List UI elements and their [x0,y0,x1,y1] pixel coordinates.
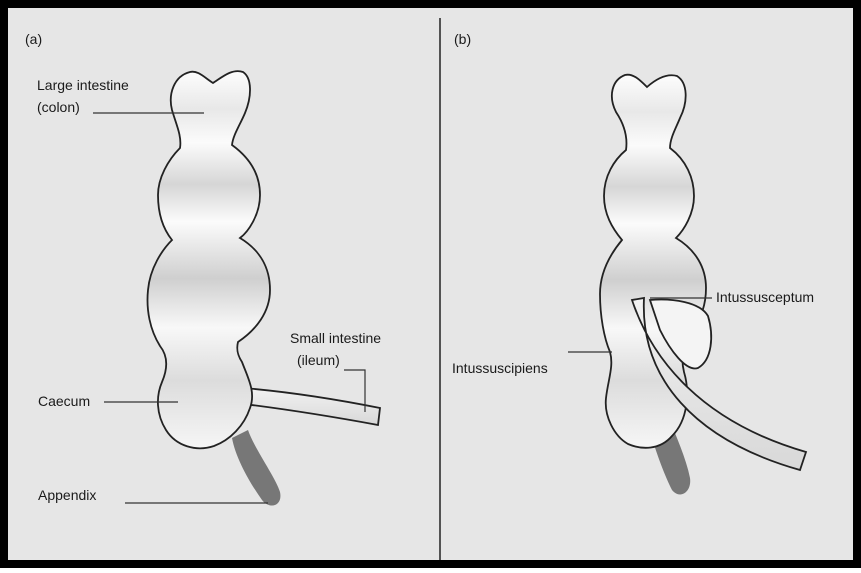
small-intestine-label: Small intestine [290,330,381,346]
caecum-label: Caecum [38,393,90,409]
panel-a-label: (a) [25,31,42,47]
ileum-label: (ileum) [297,352,340,368]
colon-label: (colon) [37,99,80,115]
intussuscipiens-label: Intussuscipiens [452,360,548,376]
appendix-label: Appendix [38,487,96,503]
panel-b-label: (b) [454,31,471,47]
panel-background [8,8,853,560]
large-intestine-label: Large intestine [37,77,129,93]
intussusceptum-label: Intussusceptum [716,289,814,305]
